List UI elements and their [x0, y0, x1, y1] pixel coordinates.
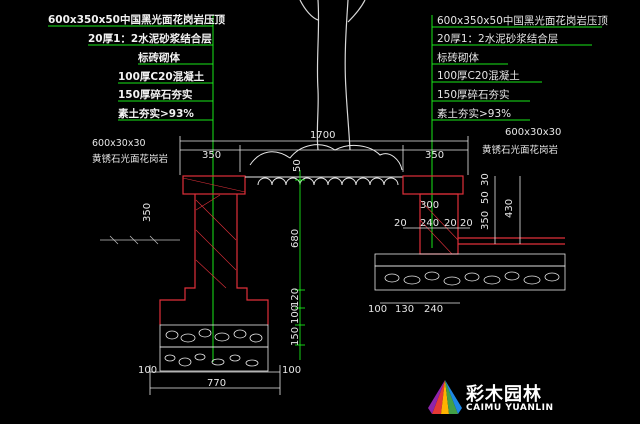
left-wall [159, 175, 269, 325]
dim-right-30: 30 [480, 173, 491, 186]
ground-hatch-left [100, 235, 180, 245]
left-label-2: 标砖砌体 [138, 52, 180, 64]
right-leader-ticks [432, 26, 602, 121]
dim-mid-100: 100 [290, 305, 301, 324]
left-gravel [159, 324, 269, 372]
left-bottom-dimension [149, 365, 281, 395]
dim-right-20c: 20 [460, 218, 473, 229]
brand-logo: 彩木园林 CAIMU YUANLIN [428, 378, 628, 418]
dim-right-300: 300 [420, 200, 439, 211]
right-label-2: 标砖砌体 [437, 52, 479, 64]
dim-right-20b: 20 [444, 218, 457, 229]
dim-top-right: 350 [425, 150, 444, 161]
left-side-label-text: 黄锈石光面花岗岩 [92, 154, 169, 165]
left-label-3: 100厚C20混凝土 [118, 71, 205, 83]
left-label-0: 600x350x50中国黑光面花岗岩压顶 [48, 14, 225, 26]
right-label-5: 素土夯实>93% [437, 108, 512, 120]
dim-left-350: 350 [142, 203, 153, 222]
left-label-1: 20厚1：2水泥砂浆结合层 [88, 33, 212, 45]
right-label-1: 20厚1：2水泥砂浆结合层 [437, 33, 559, 45]
dim-bot-100a: 100 [138, 365, 157, 376]
top-dimension [179, 136, 469, 175]
dim-rb-100: 100 [368, 304, 387, 315]
left-label-5: 素土夯实>93% [118, 108, 194, 120]
right-label-3: 100厚C20混凝土 [437, 70, 520, 82]
dim-mid-150: 150 [290, 327, 301, 346]
left-label-4: 150厚碎石夯实 [118, 89, 193, 101]
dim-top-left: 350 [202, 150, 221, 161]
dim-top-total: 1700 [310, 130, 335, 141]
tree-trunk [299, 0, 366, 151]
dim-mid-680: 680 [290, 229, 301, 248]
planting-bed [245, 144, 403, 186]
dim-bot-total: 770 [207, 378, 226, 389]
dim-rb-240: 240 [424, 304, 443, 315]
right-gravel [374, 253, 566, 291]
mid-dimension [295, 170, 305, 360]
right-label-0: 600x350x50中国黑光面花岗岩压顶 [437, 15, 608, 27]
logo-name: 彩木园林 [466, 384, 542, 405]
dim-right-240: 240 [420, 218, 439, 229]
right-dimension [380, 176, 521, 304]
right-label-4: 150厚碎石夯实 [437, 89, 510, 101]
dim-wall-50: 50 [292, 159, 303, 172]
dim-bot-100b: 100 [282, 365, 301, 376]
dim-right-430: 430 [504, 199, 515, 218]
right-side-label-text: 黄锈石光面花岗岩 [482, 145, 559, 156]
dim-right-50: 50 [480, 191, 491, 204]
left-leader-ticks [48, 25, 213, 121]
logo-subtitle: CAIMU YUANLIN [466, 403, 554, 413]
dim-right-350: 350 [480, 211, 491, 230]
logo-mark-icon [428, 380, 462, 414]
right-side-label-size: 600x30x30 [505, 127, 562, 138]
left-side-label-size: 600x30x30 [92, 138, 146, 149]
dim-rb-130: 130 [395, 304, 414, 315]
right-wall [402, 175, 565, 255]
dim-mid-120: 120 [290, 288, 301, 307]
dim-right-20a: 20 [394, 218, 407, 229]
